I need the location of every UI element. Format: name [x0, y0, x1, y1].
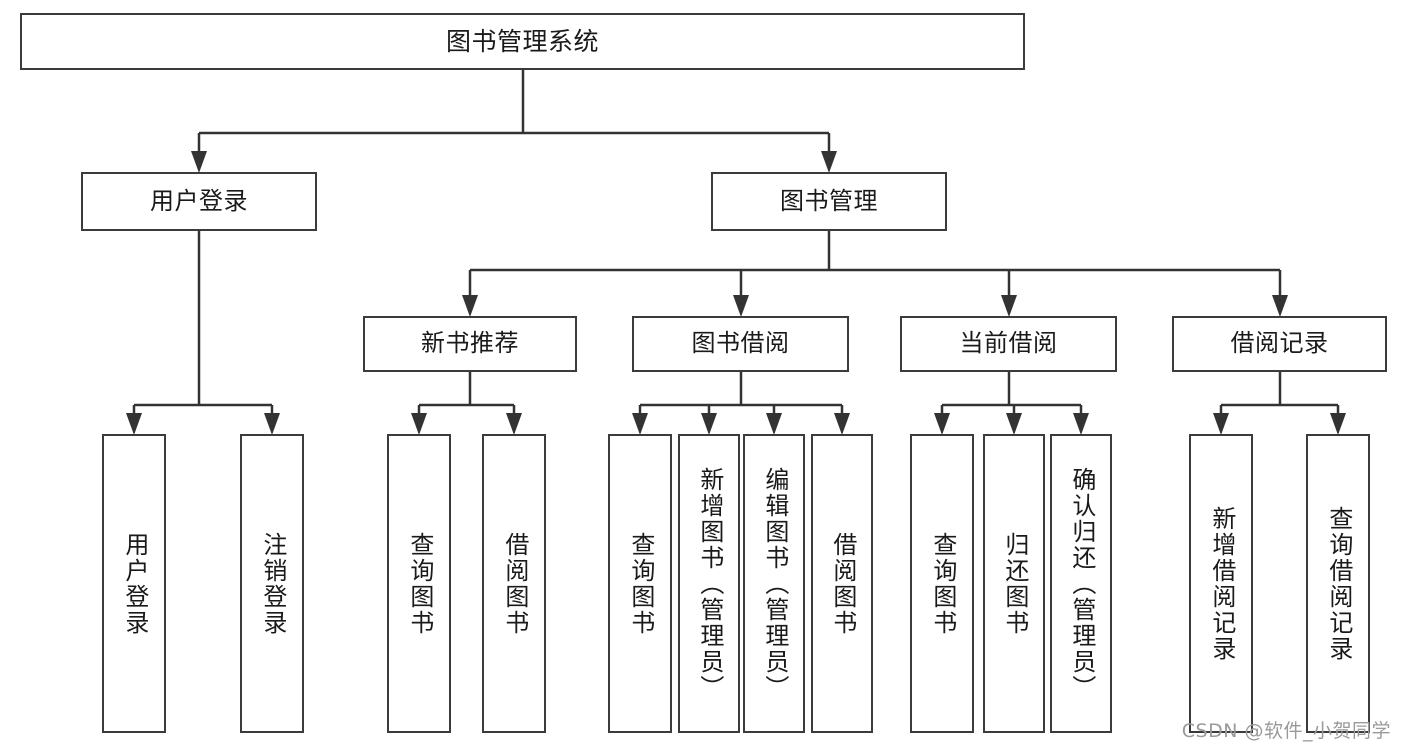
node-label: 借阅记录 — [1230, 329, 1329, 358]
arrowhead-icon — [191, 151, 207, 173]
arrowhead-icon — [632, 413, 648, 435]
node-login[interactable]: 用户登录 — [81, 172, 317, 231]
node-leaf-login-2[interactable]: 注销登录 — [240, 434, 304, 733]
arrowhead-icon — [1272, 295, 1288, 317]
arrowhead-icon — [126, 413, 142, 435]
node-bookmgmt[interactable]: 图书管理 — [711, 172, 947, 231]
node-newbook[interactable]: 新书推荐 — [363, 316, 577, 372]
node-leaf-borrow-4[interactable]: 借阅图书 — [811, 434, 873, 733]
node-label: 查询借阅记录 — [1324, 505, 1353, 662]
arrowhead-icon — [701, 413, 717, 435]
node-label: 新增借阅记录 — [1207, 505, 1236, 662]
arrowhead-icon — [506, 413, 522, 435]
arrowhead-icon — [411, 413, 427, 435]
node-label: 图书管理 — [780, 186, 878, 215]
arrowhead-icon — [264, 413, 280, 435]
node-label: 图书管理系统 — [445, 27, 599, 56]
arrowhead-icon — [834, 413, 850, 435]
node-label: 用户登录 — [150, 186, 248, 215]
node-label: 编辑图书（管理员） — [760, 466, 789, 701]
node-label: 当前借阅 — [959, 329, 1058, 358]
arrowhead-icon — [766, 413, 782, 435]
arrowhead-icon — [821, 151, 837, 173]
node-label: 查询图书 — [405, 531, 434, 636]
node-leaf-rec-1[interactable]: 新增借阅记录 — [1189, 434, 1253, 733]
node-label: 查询图书 — [626, 531, 655, 636]
arrowhead-icon — [733, 295, 749, 317]
node-leaf-borrow-2[interactable]: 新增图书（管理员） — [678, 434, 740, 733]
arrowhead-icon — [1073, 413, 1089, 435]
node-label: 新增图书（管理员） — [695, 466, 724, 701]
node-label: 新书推荐 — [421, 329, 519, 358]
node-label: 注销登录 — [258, 531, 287, 636]
node-label: 归还图书 — [1000, 531, 1029, 636]
node-leaf-login-1[interactable]: 用户登录 — [102, 434, 166, 733]
node-leaf-cur-1[interactable]: 查询图书 — [910, 434, 974, 733]
node-records[interactable]: 借阅记录 — [1172, 316, 1387, 372]
node-leaf-cur-3[interactable]: 确认归还（管理员） — [1050, 434, 1112, 733]
node-label: 查询图书 — [928, 531, 957, 636]
node-label: 借阅图书 — [828, 531, 857, 636]
arrowhead-icon — [1001, 295, 1017, 317]
node-leaf-borrow-3[interactable]: 编辑图书（管理员） — [743, 434, 805, 733]
arrowhead-icon — [1213, 413, 1229, 435]
watermark: CSDN @软件_小贺同学 — [1181, 720, 1391, 742]
node-leaf-rec-2[interactable]: 查询借阅记录 — [1306, 434, 1370, 733]
arrowhead-icon — [1006, 413, 1022, 435]
node-leaf-new-2[interactable]: 借阅图书 — [482, 434, 546, 733]
arrowhead-icon — [934, 413, 950, 435]
node-borrow[interactable]: 图书借阅 — [632, 316, 849, 372]
node-leaf-cur-2[interactable]: 归还图书 — [983, 434, 1045, 733]
node-current[interactable]: 当前借阅 — [900, 316, 1117, 372]
node-label: 用户登录 — [120, 531, 149, 636]
node-label: 借阅图书 — [500, 531, 529, 636]
arrowhead-icon — [462, 295, 478, 317]
node-label: 确认归还（管理员） — [1067, 466, 1096, 701]
node-label: 图书借阅 — [691, 329, 790, 358]
node-leaf-borrow-1[interactable]: 查询图书 — [608, 434, 672, 733]
arrowhead-icon — [1330, 413, 1346, 435]
node-root[interactable]: 图书管理系统 — [20, 13, 1025, 70]
node-leaf-new-1[interactable]: 查询图书 — [387, 434, 451, 733]
